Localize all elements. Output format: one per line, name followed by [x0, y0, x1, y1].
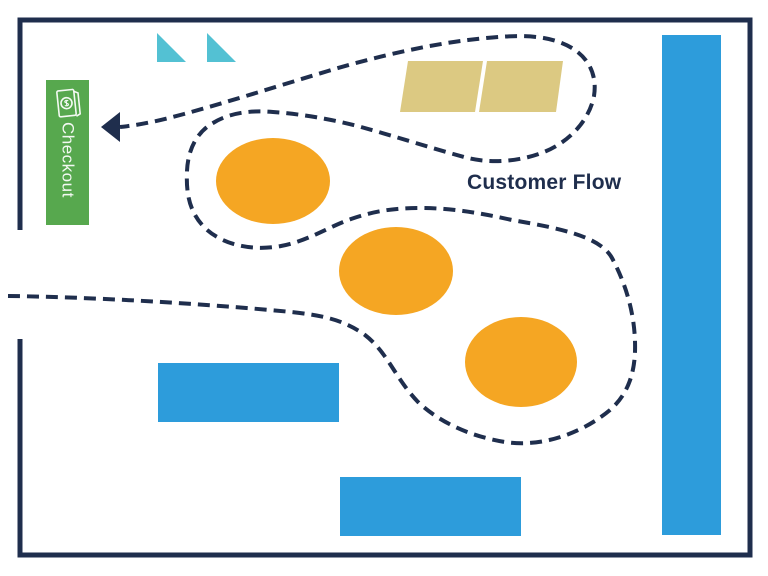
- checkout-label: Checkout: [58, 122, 78, 198]
- checkout-stand: Checkout: [46, 80, 89, 225]
- shelf-middle: [158, 363, 339, 422]
- display-table-2: [479, 61, 563, 112]
- display-rack-3: [465, 317, 577, 407]
- arrow-left-icon: [101, 112, 120, 142]
- money-icon: [55, 88, 81, 118]
- entrance-triangle-2: [207, 33, 236, 62]
- display-rack-1: [216, 138, 330, 224]
- shelf-right-wall: [662, 35, 721, 535]
- display-rack-2: [339, 227, 453, 315]
- customer-flow-path: [7, 34, 638, 446]
- customer-flow-label: Customer Flow: [467, 171, 622, 194]
- store-wall-border: [17, 17, 753, 558]
- entrance-triangle-1: [157, 33, 186, 62]
- shelf-bottom: [340, 477, 521, 536]
- display-table-1: [400, 61, 483, 112]
